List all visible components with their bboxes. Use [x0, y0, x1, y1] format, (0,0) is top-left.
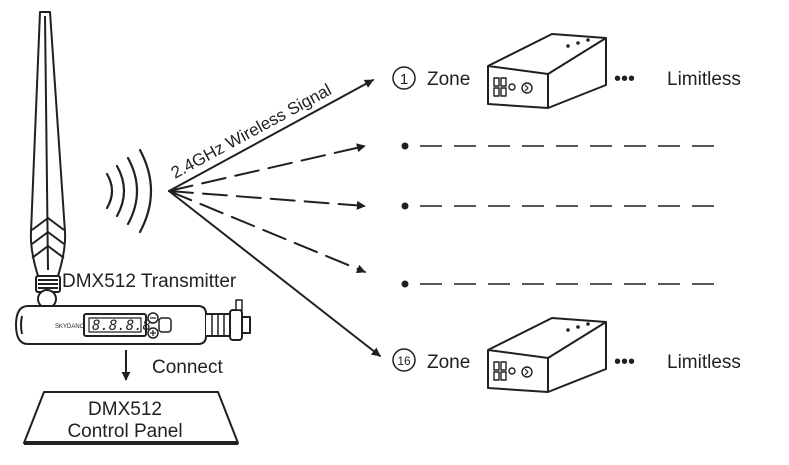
antenna: [29, 11, 67, 309]
connect-label: Connect: [152, 357, 223, 378]
dmx-transmitter-device: SKYDANCE 8.8.8.8: [15, 299, 251, 345]
broadcast-lines: [168, 79, 381, 357]
brand-logo: SKYDANCE: [55, 324, 88, 330]
digit-display: 8.8.8.8: [92, 318, 151, 334]
receiver-device-icon: [487, 33, 607, 109]
placeholder-zone-rows: [401, 142, 722, 288]
transmitter-title: DMX512 Transmitter: [62, 271, 237, 292]
zone-ellipsis: •••: [614, 68, 635, 90]
dmx-control-panel: DMX512 Control Panel: [23, 391, 239, 445]
signal-label: 2.4GHz Wireless Signal: [168, 80, 335, 182]
signal-arrow-3: [168, 190, 366, 210]
zone-row-16: 16 Zone ••• Limitless: [392, 317, 741, 393]
zone-suffix: Limitless: [667, 352, 741, 373]
mode-button: [158, 317, 172, 333]
zone-label: Zone: [427, 69, 470, 90]
receiver-device-icon: [487, 317, 607, 393]
signal-arrow-zone-1: [168, 79, 374, 192]
signal-wave-icon: [105, 148, 153, 234]
signal-arrow-zone-16: [168, 190, 381, 357]
zone-number-badge: [392, 348, 416, 372]
zone-suffix: Limitless: [667, 69, 741, 90]
signal-arrow-2: [168, 143, 366, 192]
zone-label: Zone: [427, 352, 470, 373]
panel-line-2: Control Panel: [67, 421, 182, 442]
panel-line-1: DMX512: [88, 399, 162, 420]
zone-row-1: 1 Zone ••• Limitless: [392, 33, 741, 109]
zone-number: 16: [397, 354, 411, 368]
zone-number: 1: [400, 71, 408, 88]
zone-ellipsis: •••: [614, 351, 635, 373]
zone-number-badge: [392, 66, 416, 90]
signal-arrow-4: [168, 190, 366, 274]
